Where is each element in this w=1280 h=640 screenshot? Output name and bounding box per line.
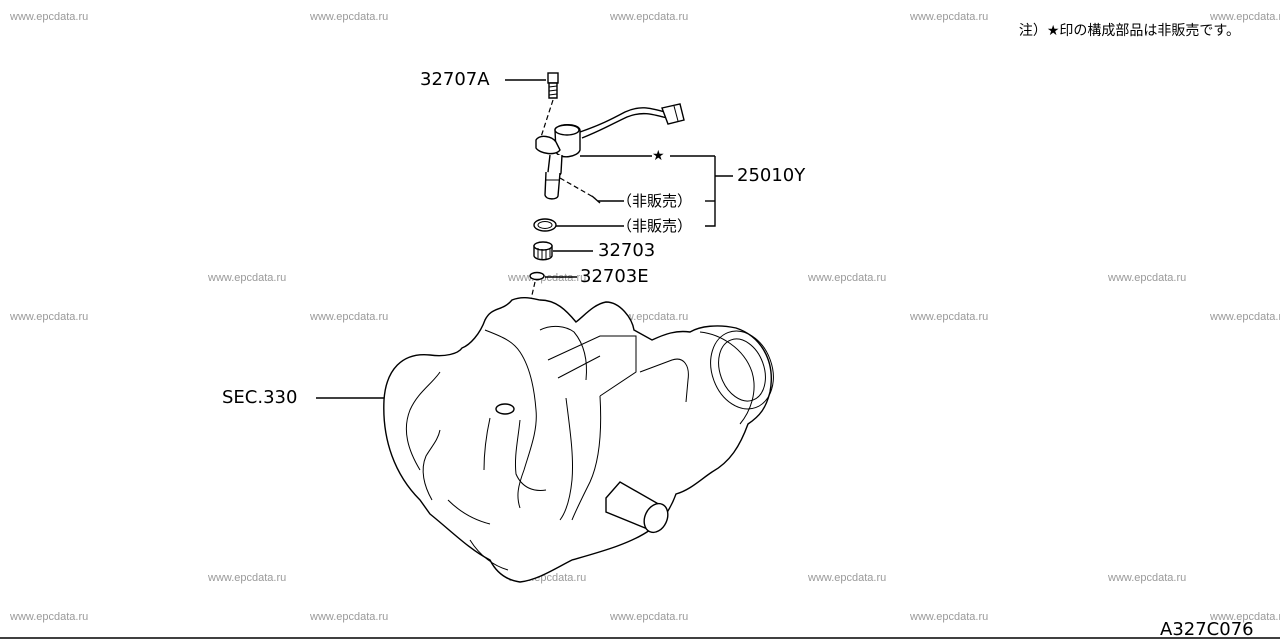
watermark: www.epcdata.ru [310,311,389,323]
watermark: www.epcdata.ru [208,572,287,584]
watermark: www.epcdata.ru [10,311,89,323]
pin-part[interactable] [591,195,601,204]
watermark: www.epcdata.ru [310,611,389,623]
watermark: www.epcdata.ru [910,11,989,23]
watermark: www.epcdata.ru [1210,311,1280,323]
watermark: www.epcdata.ru [508,272,587,284]
sensor-mount-hole [495,403,515,415]
gear-part[interactable] [533,241,553,261]
watermark: www.epcdata.ru [610,611,689,623]
not-for-sale-note: 注）★印の構成部品は非販売です。 [1018,23,1240,39]
section-reference[interactable]: SEC.330 [222,387,298,408]
watermark: www.epcdata.ru [910,611,989,623]
watermark: www.epcdata.ru [910,311,989,323]
watermark: www.epcdata.ru [10,611,89,623]
star-marker: ★ [652,148,665,164]
pin-dashed-line [559,177,596,199]
watermark: www.epcdata.ru [208,272,287,284]
o-ring-part[interactable] [533,218,557,232]
speed-sensor-part[interactable] [535,103,685,200]
not-for-sale-label-pin: （非販売） [617,192,693,210]
part-number-sensor-assembly[interactable]: 25010Y [737,165,806,186]
diagram-code: A327C076 [1160,619,1254,640]
part-number-gear[interactable]: 32703 [598,240,656,261]
part-number-bolt[interactable]: 32707A [420,69,490,90]
washer-part[interactable] [529,271,545,281]
watermark: www.epcdata.ru [1210,11,1280,23]
watermark: www.epcdata.ru [1108,272,1187,284]
transmission-housing [383,297,774,583]
not-for-sale-label-o-ring: （非販売） [617,217,693,235]
sensor-bracket [705,156,716,227]
watermark: www.epcdata.ru [1108,572,1187,584]
watermark: www.epcdata.ru [610,11,689,23]
part-number-washer[interactable]: 32703E [580,266,649,287]
watermark: www.epcdata.ru [808,272,887,284]
watermark: www.epcdata.ru [1210,611,1280,623]
watermark: www.epcdata.ru [808,572,887,584]
bolt-dashed-line [539,99,554,141]
watermark: www.epcdata.ru [310,11,389,23]
watermark: www.epcdata.ru [10,11,89,23]
bolt-part[interactable] [547,72,559,99]
